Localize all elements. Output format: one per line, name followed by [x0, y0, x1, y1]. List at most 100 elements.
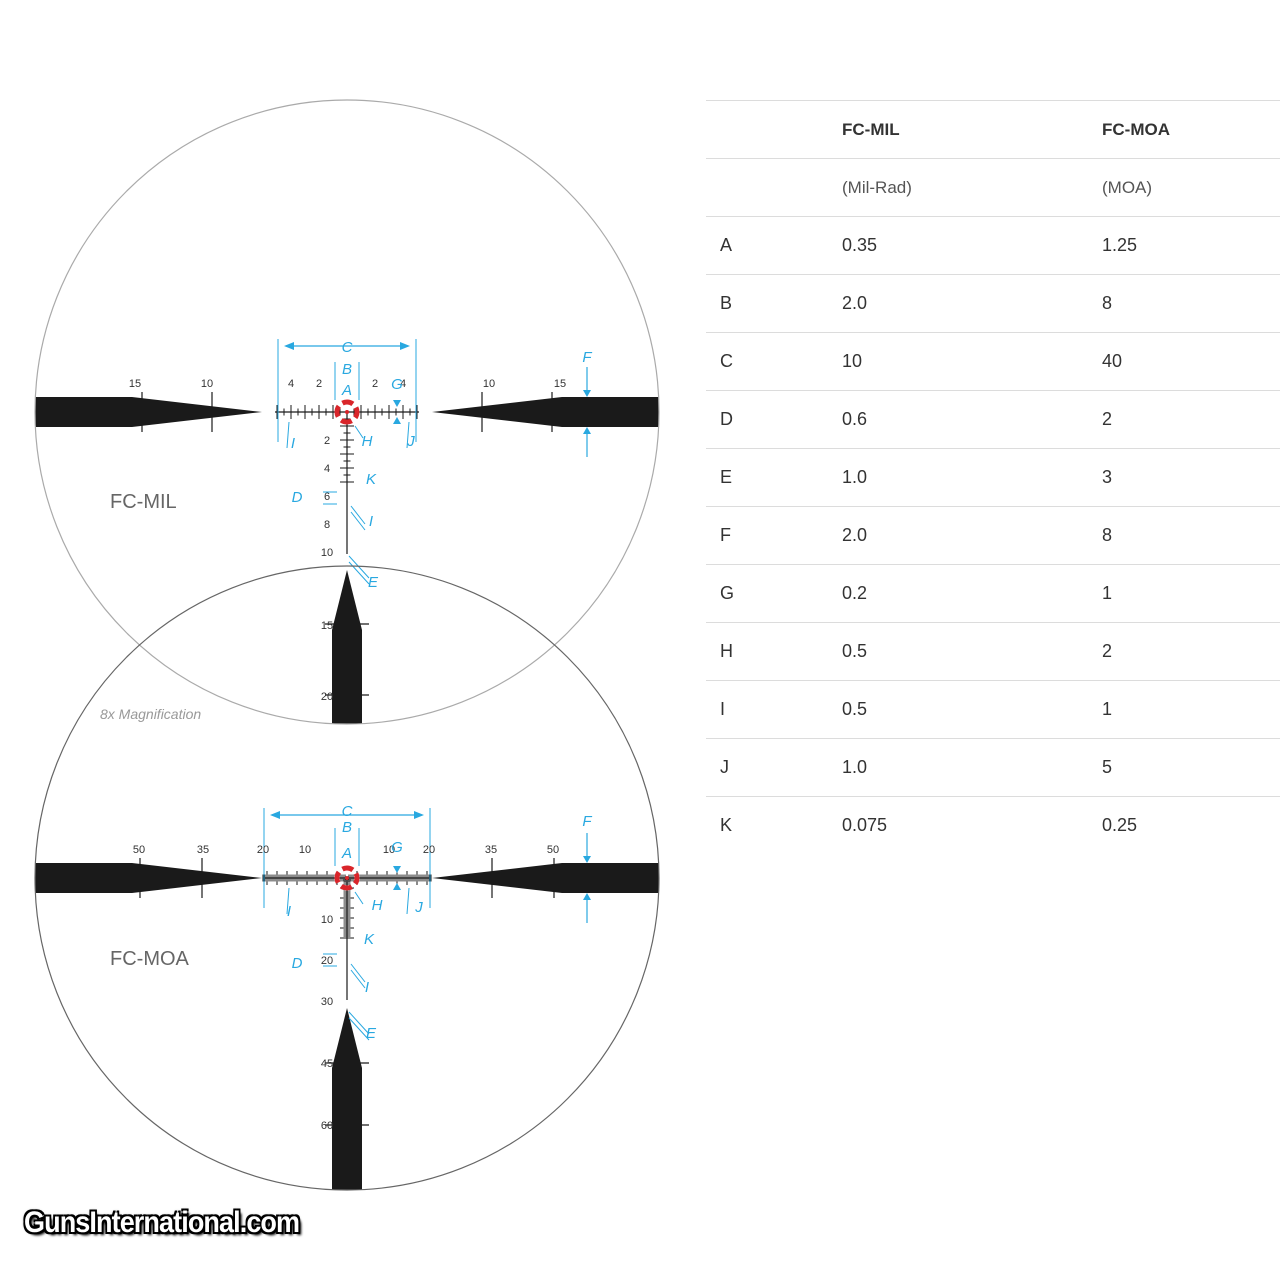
callout-label: E — [368, 574, 379, 591]
callout-line — [406, 421, 410, 449]
reticle-1 — [34, 565, 660, 1191]
magnification-label: 8x Magnification — [100, 706, 201, 722]
cell-moa: 8 — [1102, 506, 1280, 565]
scale-number: 6 — [324, 491, 330, 503]
reticle-body — [35, 858, 659, 1190]
cell-mil: 0.5 — [842, 622, 1102, 681]
callout-line — [350, 969, 366, 989]
header-cell — [706, 100, 842, 159]
cell-letter: F — [706, 506, 842, 565]
scale-number: 20 — [321, 955, 333, 967]
cell-mil: 10 — [842, 332, 1102, 391]
arrow-head — [393, 417, 401, 424]
scale-number: 15 — [321, 620, 333, 632]
arrow-head — [400, 342, 410, 350]
callout-label: I — [287, 903, 291, 920]
bottom-post — [332, 1008, 362, 1190]
scale-number: 15 — [554, 378, 566, 390]
scale-number: 2 — [316, 378, 322, 390]
callout-line — [348, 555, 370, 579]
scale-number: 4 — [400, 378, 406, 390]
arrow-head — [393, 866, 401, 873]
arrow-head — [393, 883, 401, 890]
callout-line — [350, 963, 366, 983]
center-dot — [345, 410, 349, 414]
table-units-row: (Mil-Rad) (MOA) — [706, 158, 1280, 217]
arrow-head — [414, 811, 424, 819]
callout-label: I — [291, 435, 295, 452]
callout-line — [286, 887, 290, 915]
reticle-0 — [34, 99, 660, 725]
callout-label: H — [372, 897, 383, 914]
callout-line — [348, 1017, 370, 1041]
scale-number: 60 — [321, 1120, 333, 1132]
scope-circle — [34, 565, 660, 1191]
callout-label: J — [406, 433, 415, 450]
scale-number: 35 — [485, 844, 497, 856]
callout-label: I — [369, 513, 373, 530]
center-ring — [334, 399, 360, 425]
callout-line — [406, 887, 410, 915]
arrow-head — [270, 811, 280, 819]
cell-mil: 0.2 — [842, 564, 1102, 623]
scale-number: 45 — [321, 1058, 333, 1070]
scale-number: 20 — [321, 691, 333, 703]
cell-letter: H — [706, 622, 842, 681]
cell-mil: 1.0 — [842, 448, 1102, 507]
cell-letter: G — [706, 564, 842, 623]
scale-number: 30 — [321, 996, 333, 1008]
bottom-post — [332, 570, 362, 724]
callout-label: D — [292, 955, 303, 972]
scale-number: 20 — [423, 844, 435, 856]
scale-number: 2 — [372, 378, 378, 390]
callout-label: C — [342, 803, 353, 820]
callout-label: A — [341, 382, 352, 399]
cell-mil: 0.35 — [842, 216, 1102, 275]
cell-moa: 0.25 — [1102, 796, 1280, 854]
callout-line — [350, 511, 366, 531]
table-header-row: FC-MIL FC-MOA — [706, 100, 1280, 159]
callout-label: G — [391, 839, 403, 856]
scale-number: 50 — [133, 844, 145, 856]
cell-mil: 2.0 — [842, 506, 1102, 565]
cell-moa: 5 — [1102, 738, 1280, 797]
callout-line — [348, 561, 370, 585]
callout-label: J — [414, 899, 423, 916]
callout-label: F — [582, 349, 592, 366]
callout-label: E — [366, 1025, 377, 1042]
scale-number: 10 — [201, 378, 213, 390]
scale-number: 35 — [197, 844, 209, 856]
cell-letter: C — [706, 332, 842, 391]
callout-label: A — [341, 845, 352, 862]
callout-label: B — [342, 361, 352, 378]
callout-label: K — [364, 931, 375, 948]
scale-number: 50 — [547, 844, 559, 856]
callout-line — [348, 1011, 370, 1035]
scale-number: 10 — [321, 547, 333, 559]
arrow-head — [284, 342, 294, 350]
right-post — [432, 863, 659, 893]
cell-mil: 1.0 — [842, 738, 1102, 797]
cell-letter: E — [706, 448, 842, 507]
scale-number: 2 — [324, 435, 330, 447]
arrow-head — [393, 400, 401, 407]
cell-letter: K — [706, 796, 842, 854]
callout-label: C — [342, 339, 353, 356]
center-ring — [334, 865, 360, 891]
callout-line — [350, 505, 366, 525]
callout-label: K — [366, 471, 377, 488]
scale-number: 10 — [483, 378, 495, 390]
header-fc-mil: FC-MIL — [842, 100, 1102, 159]
cell-letter: B — [706, 274, 842, 333]
callout-line — [286, 421, 290, 449]
cell-letter: I — [706, 680, 842, 739]
callout-line — [354, 891, 364, 905]
callout-label: F — [582, 813, 592, 830]
